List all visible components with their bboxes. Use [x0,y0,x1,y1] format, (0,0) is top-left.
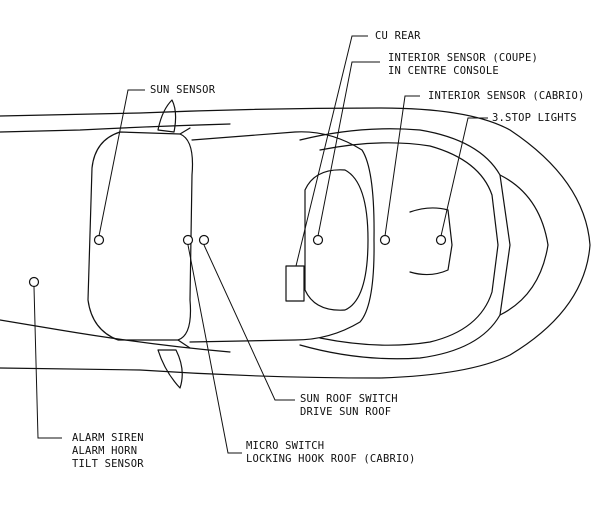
label-sun-roof-switch-2: DRIVE SUN ROOF [300,406,392,418]
leader-micro-switch [187,244,242,454]
rear-end-bottom [499,244,549,316]
leader-stop-lights [440,117,488,237]
label-interior-coupe-2: IN CENTRE CONSOLE [388,65,499,77]
leader-alarm [33,286,62,439]
label-alarm-1: ALARM SIREN [72,432,144,444]
interior-sensor-cabrio-point [379,234,391,246]
leader-interior-cabrio [384,95,420,237]
label-alarm-3: TILT SENSOR [72,458,144,470]
windshield [87,131,194,341]
cu-rear-box [285,265,305,302]
car-inner-outline-bottom [0,319,231,353]
sun-roof-switch-point [198,234,210,246]
label-stop-lights: 3.STOP LIGHTS [492,112,577,124]
leader-cu-rear [295,35,368,267]
label-sun-sensor: SUN SENSOR [150,84,216,96]
label-cu-rear: CU REAR [375,30,421,42]
label-interior-coupe-1: INTERIOR SENSOR (COUPE) [388,52,538,64]
label-micro-switch-1: MICRO SWITCH [246,440,325,452]
mirror-bottom [157,349,183,389]
rear-end-top [499,174,549,246]
label-alarm-2: ALARM HORN [72,445,138,457]
car-inner-outline [0,123,231,133]
micro-switch-point [182,234,194,246]
a-pillar-right [177,339,191,349]
car-body-outline [0,107,591,379]
sun-sensor-point [93,234,105,246]
rear-deck [299,128,511,360]
label-micro-switch-2: LOCKING HOOK ROOF (CABRIO) [246,453,416,465]
leader-sun-roof-switch [203,244,295,401]
roof [189,131,375,343]
stop-lights-point [435,234,447,246]
rear-window [304,169,369,311]
interior-sensor-coupe-point [312,234,324,246]
mirror-top [157,99,177,133]
label-sun-roof-switch-1: SUN ROOF SWITCH [300,393,398,405]
leader-interior-coupe [317,61,380,237]
alarm-point [28,276,40,288]
rear-deck-inner [319,142,499,346]
rear-spoiler [409,207,453,276]
label-interior-cabrio: INTERIOR SENSOR (CABRIO) [428,90,585,102]
a-pillar-left [179,127,191,135]
leader-sun-sensor [98,89,145,237]
